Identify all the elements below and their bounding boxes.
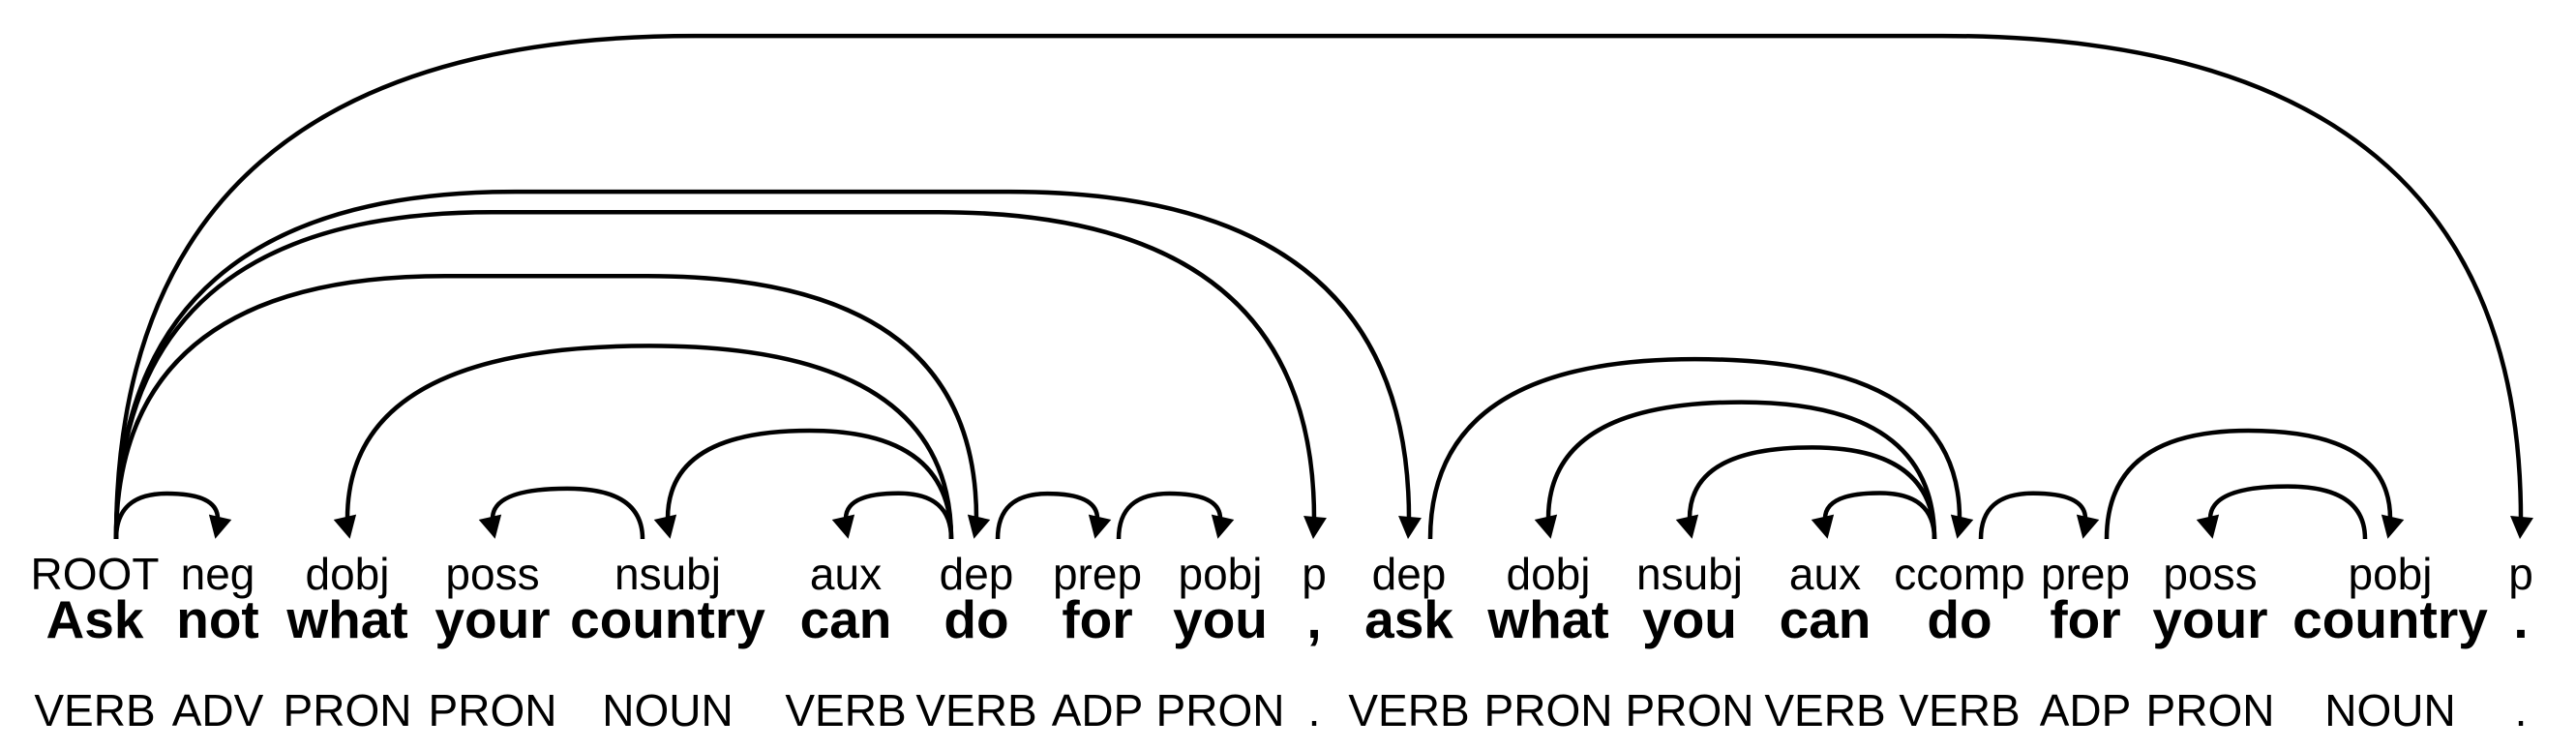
- dependency-arc-aux: [1822, 491, 1937, 540]
- pos-tag: PRON: [283, 685, 412, 735]
- token-word: you: [1173, 589, 1268, 649]
- token-word: can: [1779, 589, 1872, 649]
- token-word: you: [1642, 589, 1737, 649]
- pos-tag: VERB: [1348, 685, 1470, 735]
- token-word: your: [434, 589, 551, 649]
- pos-tag: VERB: [34, 685, 156, 735]
- pos-tag: ADP: [1051, 685, 1144, 735]
- pos-tag: NOUN: [2324, 685, 2456, 735]
- dep-label: ROOT: [30, 549, 160, 599]
- arrowhead-icon: [2076, 514, 2100, 539]
- dep-label: p: [2508, 549, 2533, 599]
- pos-tag: PRON: [1155, 685, 1285, 735]
- dep-label: dobj: [1506, 549, 1591, 599]
- dependency-arc-dep: [113, 189, 1412, 540]
- dependency-arc-poss: [2207, 484, 2368, 540]
- token-word: country: [2292, 589, 2488, 649]
- dependency-arc-dep: [113, 273, 979, 540]
- dependency-arc-dobj: [1545, 400, 1937, 540]
- token-word: do: [1927, 589, 1992, 649]
- pos-tag: PRON: [1483, 685, 1613, 735]
- arrowhead-icon: [1088, 514, 1112, 539]
- arrowhead-icon: [1534, 514, 1558, 539]
- dependency-arc-dobj: [344, 344, 954, 540]
- pos-tag: PRON: [2145, 685, 2275, 735]
- pos-tag: .: [2514, 685, 2528, 735]
- dep-label: neg: [180, 549, 255, 599]
- arrowhead-icon: [1811, 514, 1835, 539]
- pos-tag: PRON: [428, 685, 557, 735]
- pos-tag: VERB: [915, 685, 1037, 735]
- pos-tag: VERB: [785, 685, 907, 735]
- token-word: Ask: [45, 589, 144, 649]
- token-word: country: [570, 589, 765, 649]
- dependency-arc-pobj: [2104, 428, 2393, 540]
- dep-label: pobj: [1178, 549, 1263, 599]
- arrowhead-icon: [653, 514, 677, 539]
- dep-label: nsubj: [614, 549, 721, 599]
- dependency-arc-p: [113, 209, 1317, 540]
- arrowhead-icon: [1303, 515, 1327, 539]
- dependency-arc-nsubj: [1687, 445, 1937, 540]
- dependency-arc-neg: [113, 491, 221, 540]
- pos-tag: VERB: [1764, 685, 1886, 735]
- arrowhead-icon: [1398, 515, 1422, 539]
- token-word: .: [2513, 589, 2529, 649]
- dep-label: dep: [939, 549, 1014, 599]
- dependency-arc-prep: [1978, 491, 2088, 540]
- arrowhead-icon: [2510, 515, 2533, 539]
- dep-label: dobj: [305, 549, 390, 599]
- arrowhead-icon: [2196, 514, 2220, 539]
- dependency-arc-aux: [843, 491, 954, 540]
- dep-label: poss: [445, 549, 540, 599]
- arrowhead-icon: [1675, 514, 1699, 539]
- token-word: for: [1062, 589, 1133, 649]
- token-word: what: [286, 589, 408, 649]
- arrowhead-icon: [967, 514, 991, 539]
- arrowhead-icon: [333, 514, 357, 539]
- arrowhead-icon: [1950, 514, 1974, 539]
- pos-tag: VERB: [1899, 685, 2021, 735]
- arrowhead-icon: [208, 514, 232, 539]
- dep-label: pobj: [2348, 549, 2433, 599]
- dependency-arc-p: [113, 33, 2524, 540]
- token-word: can: [799, 589, 892, 649]
- token-word: do: [944, 589, 1009, 649]
- dep-label: aux: [809, 549, 883, 599]
- pos-tag: ADP: [2039, 685, 2132, 735]
- dependency-arc-ccomp: [1427, 356, 1962, 540]
- arrowhead-icon: [1211, 514, 1235, 539]
- token-word: ask: [1364, 589, 1453, 649]
- arrowhead-icon: [831, 514, 855, 539]
- pos-tag: ADV: [171, 685, 264, 735]
- dep-label: dep: [1371, 549, 1447, 599]
- dep-label: aux: [1788, 549, 1862, 599]
- pos-tag: NOUN: [602, 685, 734, 735]
- dependency-arc-pobj: [1116, 491, 1223, 540]
- dep-label: ccomp: [1894, 549, 2025, 599]
- token-word: ,: [1306, 589, 1322, 649]
- token-word: for: [2050, 589, 2121, 649]
- token-word: your: [2152, 589, 2268, 649]
- dependency-arc-nsubj: [665, 428, 954, 540]
- token-word: not: [176, 589, 259, 649]
- dep-label: p: [1302, 549, 1327, 599]
- dep-label: prep: [1052, 549, 1143, 599]
- pos-tag: .: [1307, 685, 1321, 735]
- dep-label: prep: [2040, 549, 2131, 599]
- arrowhead-icon: [478, 514, 502, 539]
- dependency-arc-prep: [995, 491, 1100, 540]
- pos-tag: PRON: [1625, 685, 1754, 735]
- arrowhead-icon: [2381, 514, 2405, 539]
- dep-label: poss: [2163, 549, 2258, 599]
- dep-label: nsubj: [1636, 549, 1743, 599]
- dependency-arc-poss: [490, 486, 645, 540]
- token-word: what: [1487, 589, 1609, 649]
